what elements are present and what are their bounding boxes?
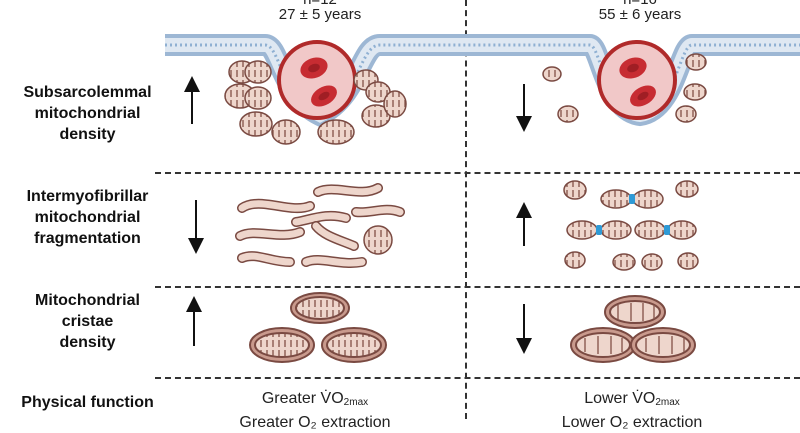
- old-vo2-text: Lower V̇O: [584, 390, 656, 407]
- mitochondrion-icon: [235, 183, 405, 268]
- row-divider-1: [155, 172, 800, 174]
- mitochondrion-icon: [542, 53, 707, 123]
- capillary-icon: [277, 40, 357, 120]
- mitochondrion-icon: [224, 60, 407, 145]
- young-group-n: n=12: [170, 0, 470, 9]
- young-group-age: 27 ± 5 years: [278, 6, 362, 23]
- old-group-age: 55 ± 6 years: [598, 6, 682, 23]
- mitochondrion-icon: [249, 292, 387, 363]
- old-group-n: n=16: [490, 0, 790, 9]
- row-divider-3: [155, 377, 800, 379]
- fission-marker-icon: [596, 194, 670, 235]
- column-divider: [465, 0, 467, 419]
- row-divider-2: [155, 286, 800, 288]
- mitochondrion-icon: [570, 295, 696, 363]
- row-label-physical-function: Physical function: [21, 394, 154, 411]
- sparse-cristae: [584, 303, 685, 354]
- diagram-graphics: [165, 34, 800, 363]
- young-vo2-text: Greater V̇O: [261, 390, 344, 407]
- capillary-icon: [597, 40, 677, 120]
